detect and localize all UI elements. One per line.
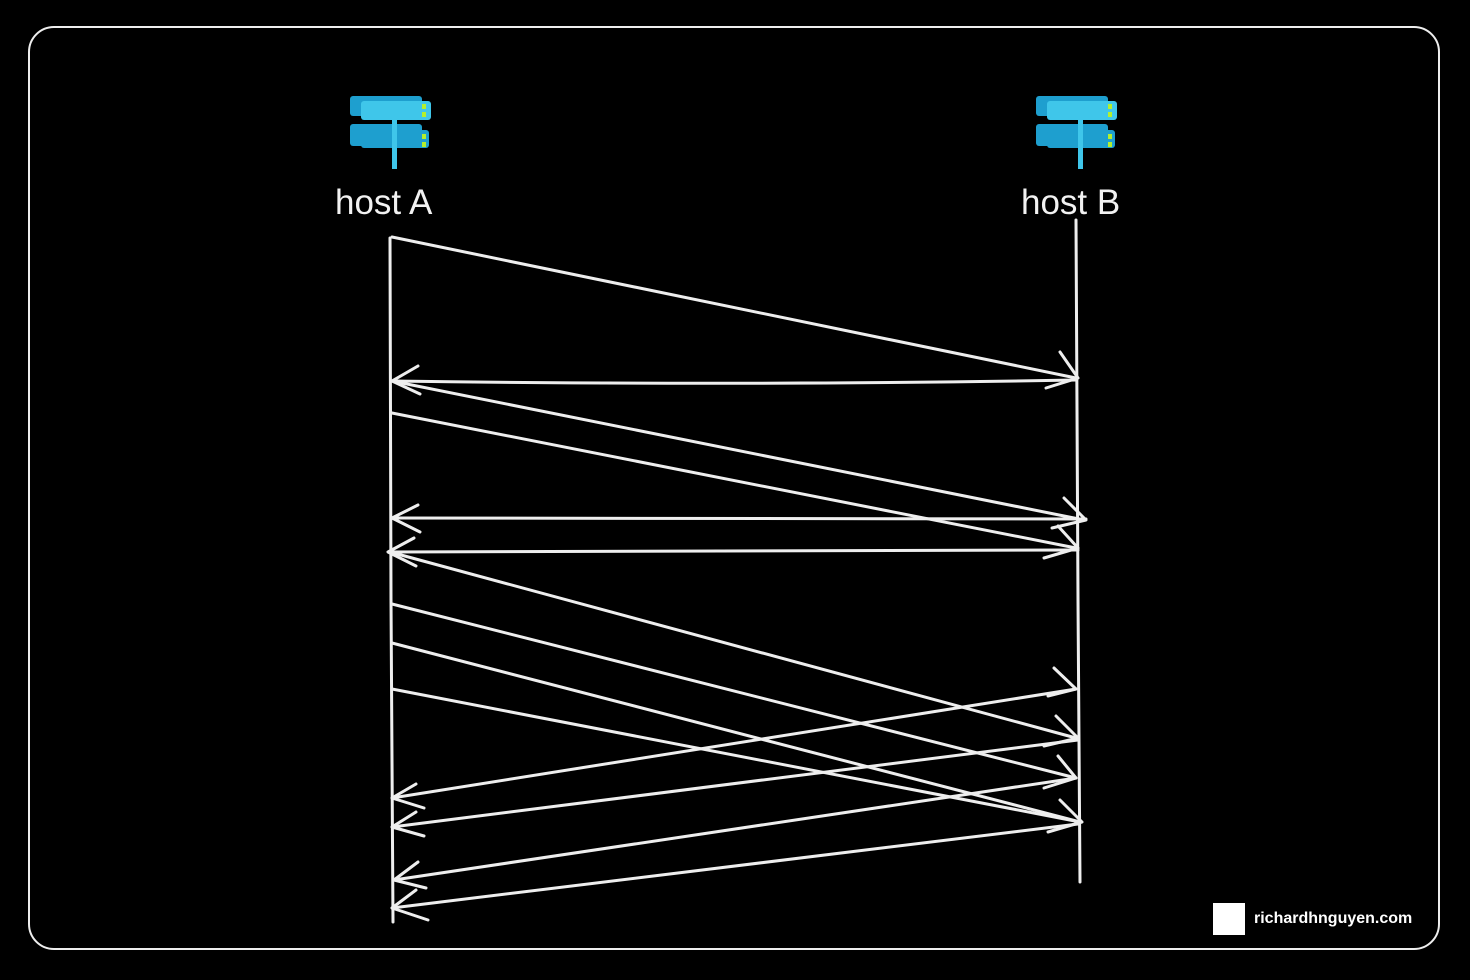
host-b-lifeline: [1074, 218, 1082, 884]
message-arrow: [390, 602, 1078, 780]
arrowhead: [390, 888, 430, 922]
arrowhead: [392, 860, 428, 890]
watermark-logo-icon: [1213, 903, 1245, 935]
arrowhead: [390, 503, 422, 534]
host-b-server-icon: [1036, 96, 1117, 169]
diagram-frame: [28, 26, 1440, 950]
message-arrow: [392, 776, 1078, 882]
message-arrow: [390, 822, 1080, 910]
arrowhead: [1044, 350, 1080, 390]
watermark-text: richardhnguyen.com: [1254, 910, 1413, 927]
message-arrow: [388, 548, 1080, 554]
arrowhead: [1046, 798, 1084, 834]
message-arrow: [390, 378, 1078, 385]
host-a-server-icon: [350, 96, 431, 169]
watermark: richardhnguyen.com: [1213, 903, 1412, 935]
message-arrow: [390, 641, 1082, 824]
message-arrow: [388, 550, 1078, 740]
arrowhead: [1050, 496, 1088, 530]
message-arrow: [390, 516, 1088, 521]
arrowhead: [1046, 666, 1078, 698]
host-b-label: host B: [1021, 183, 1121, 222]
message-arrow: [390, 687, 1078, 800]
message-arrow: [390, 235, 1078, 380]
host-a-label: host A: [335, 183, 433, 222]
arrowhead: [390, 810, 426, 838]
arrowhead: [1042, 524, 1080, 560]
message-arrow: [390, 738, 1080, 829]
message-arrow: [390, 687, 1082, 824]
arrowhead: [390, 782, 426, 810]
message-arrow: [390, 411, 1078, 550]
host-a-lifeline: [388, 236, 395, 924]
arrowhead: [386, 536, 418, 568]
message-arrow: [390, 379, 1086, 522]
